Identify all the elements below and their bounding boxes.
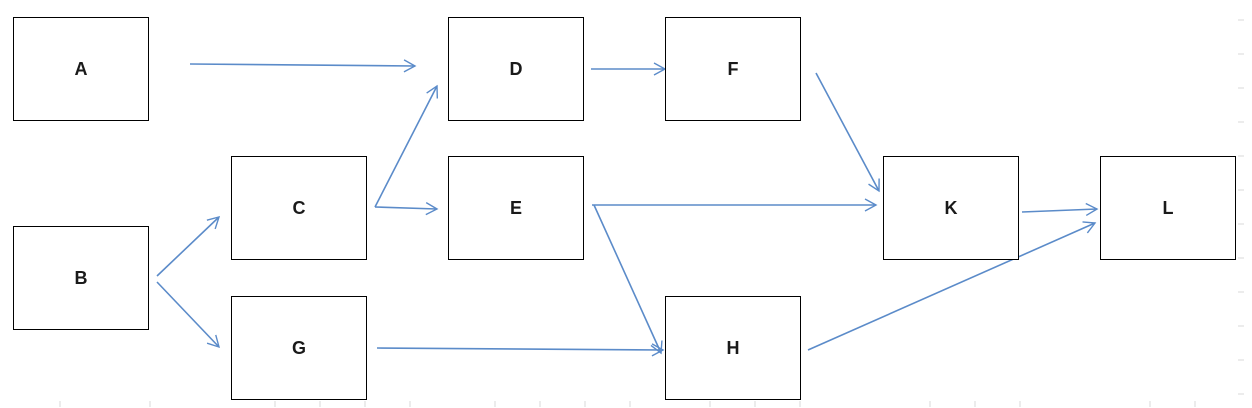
node-a: A: [13, 17, 149, 121]
edge-b-g: [156, 281, 221, 349]
node-k-label: K: [944, 197, 958, 218]
edge-e-h: [593, 204, 663, 355]
edge-f-k: [815, 72, 880, 193]
edge-b-c: [156, 215, 221, 277]
node-l-label: L: [1162, 197, 1174, 218]
node-a-label: A: [74, 58, 88, 79]
edge-g-h: [376, 343, 665, 357]
node-f: F: [665, 17, 801, 121]
edge-h-l: [807, 221, 1097, 351]
node-g: G: [231, 296, 367, 400]
node-d: D: [448, 17, 584, 121]
node-k: K: [883, 156, 1019, 260]
node-g-label: G: [291, 337, 306, 358]
edge-a-d: [189, 59, 417, 73]
node-c-label: C: [292, 197, 306, 218]
grid-ticks: [59, 19, 1244, 407]
node-f-label: F: [727, 58, 739, 79]
node-d-label: D: [509, 58, 523, 79]
node-l: L: [1100, 156, 1236, 260]
edge-c-e: [374, 202, 439, 216]
node-e-label: E: [509, 197, 522, 218]
node-b-label: B: [74, 267, 88, 288]
node-e: E: [448, 156, 584, 260]
edge-k-l: [1021, 202, 1099, 217]
node-b: B: [13, 226, 149, 330]
node-c: C: [231, 156, 367, 260]
node-h-label: H: [726, 337, 740, 358]
node-h: H: [665, 296, 801, 400]
edge-c-d: [374, 84, 439, 208]
